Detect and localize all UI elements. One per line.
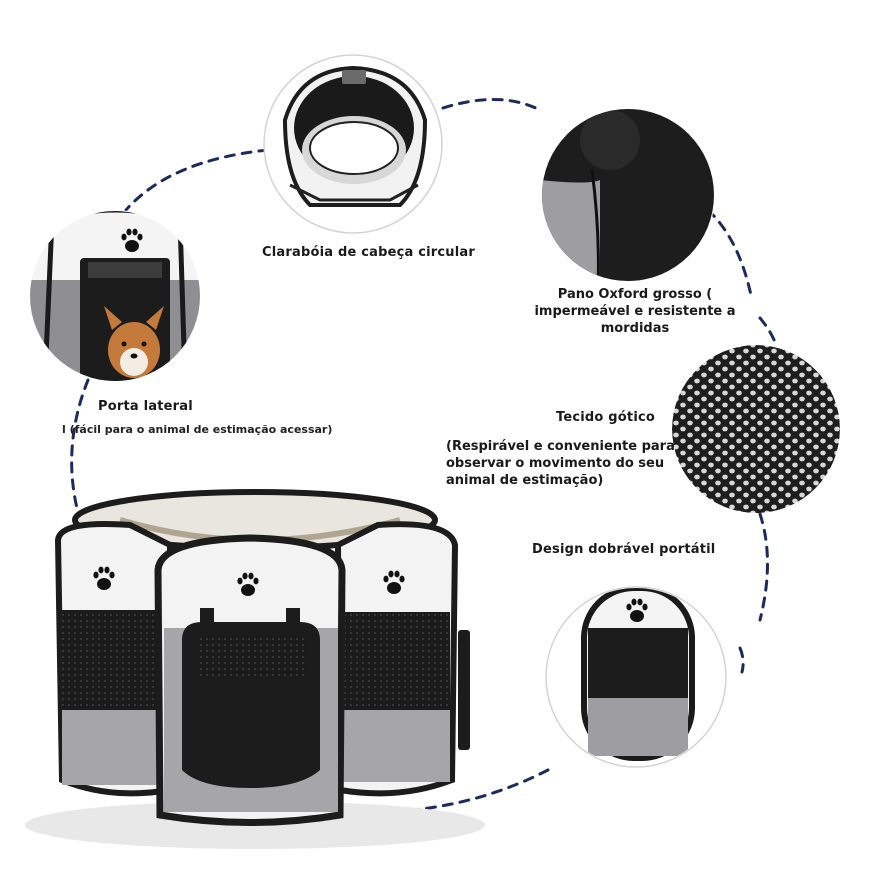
side-door-label: Porta lateral [98, 399, 193, 414]
side-door-photo [29, 210, 201, 382]
foldable-photo [545, 586, 727, 768]
oxford-fabric-photo [541, 108, 715, 282]
oxford-label: Pano Oxford grosso ( impermeável e resis… [520, 286, 750, 337]
skylight-label: Clarabóia de cabeça circular [262, 245, 475, 260]
foldable-label: Design dobrável portátil [532, 542, 716, 557]
skylight-photo [263, 54, 443, 234]
mesh-detail: (Respirável e conveniente para observar … [446, 438, 675, 489]
mesh-detail-line3: animal de estimação) [446, 473, 604, 488]
oxford-label-line3: mordidas [600, 321, 670, 336]
oxford-label-line1: Pano Oxford grosso ( [557, 287, 713, 302]
mesh-detail-line2: observar o movimento do seu [446, 456, 665, 471]
oxford-label-line2: impermeável e resistente a [534, 304, 736, 319]
playpen-main [25, 489, 485, 849]
mesh-detail-line1: (Respirável e conveniente para [446, 439, 675, 454]
side-door-detail: l (fácil para o animal de estimação aces… [62, 423, 333, 436]
mesh-label: Tecido gótico [556, 410, 656, 425]
mesh-swatch [672, 345, 840, 513]
